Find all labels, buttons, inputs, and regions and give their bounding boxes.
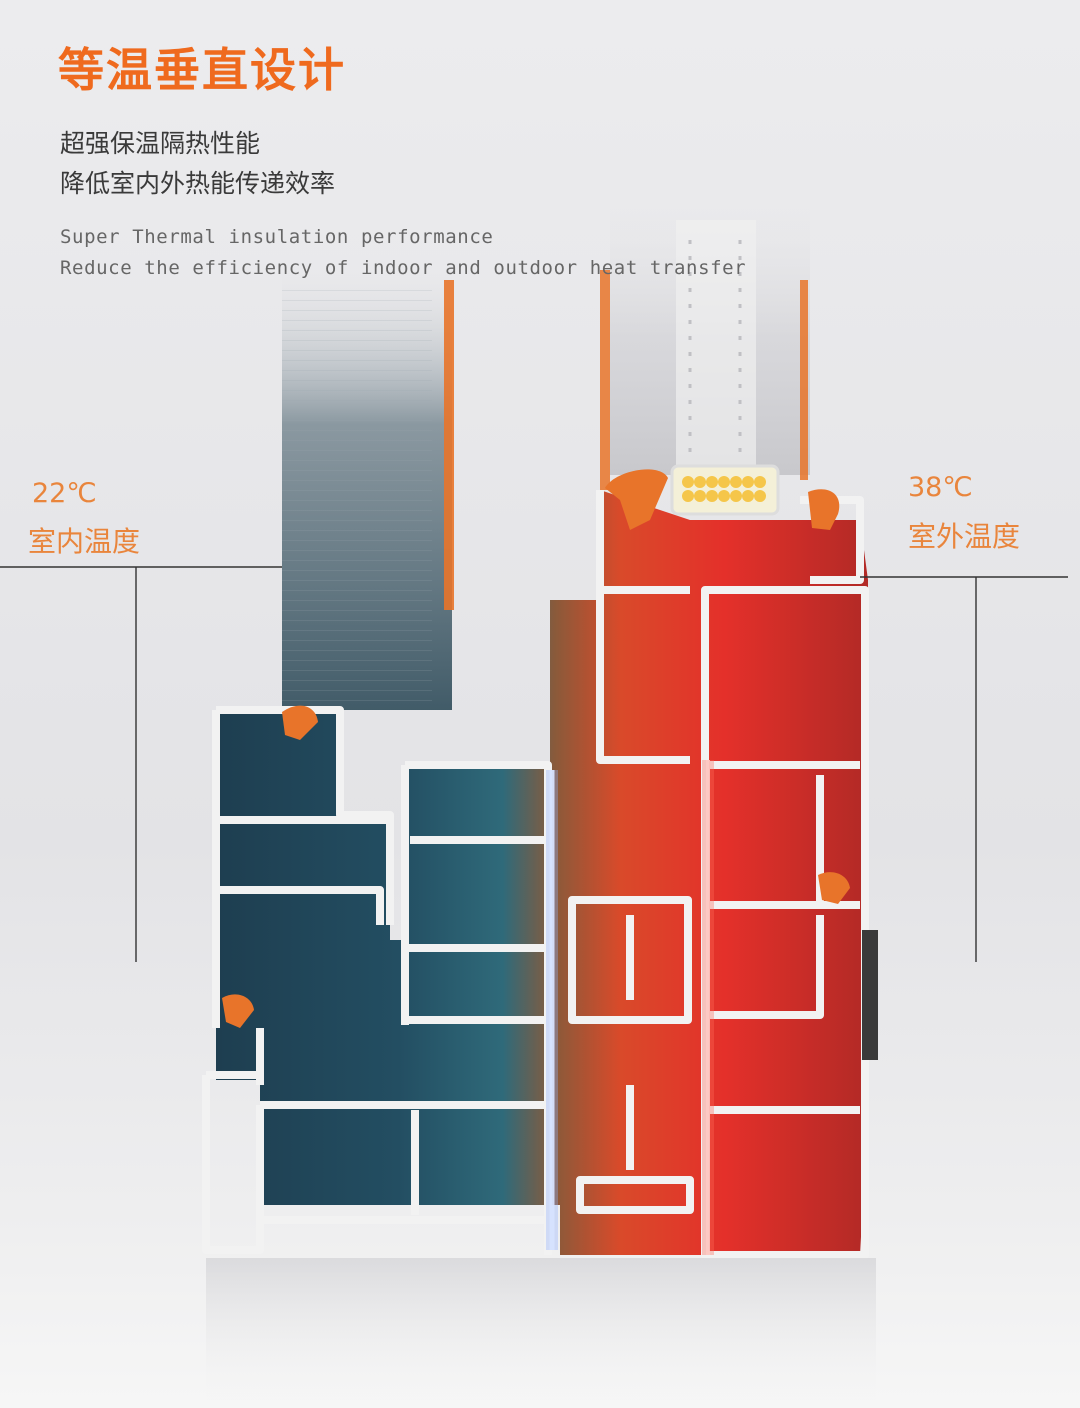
insulation-block [670, 464, 780, 516]
orange-gasket-strip [444, 280, 454, 610]
outdoor-temperature-label: 室外温度 [908, 520, 1021, 553]
subtitle-cn-line-2: 降低室内外热能传递效率 [60, 169, 336, 198]
indoor-temperature-label: 室内温度 [28, 525, 141, 558]
outdoor-temperature-value: 38℃ [908, 472, 973, 503]
floor-reflection [206, 1258, 876, 1408]
glass-spacer-dots [676, 220, 756, 470]
insulation-foam [682, 476, 766, 502]
outdoor-trim [862, 930, 878, 1060]
subtitle-en-line-1: Super Thermal insulation performance [60, 226, 494, 248]
page-title: 等温垂直设计 [58, 43, 346, 97]
orange-gasket-strip-2 [600, 270, 610, 490]
indoor-sash-stripes [282, 290, 432, 710]
leader-lines [0, 566, 1068, 962]
orange-seals [222, 469, 850, 1028]
indoor-temperature-value: 22℃ [32, 478, 97, 509]
aluminium-frame [202, 490, 869, 1259]
subtitle-cn-line-1: 超强保温隔热性能 [60, 129, 261, 158]
subtitle-en-line-2: Reduce the efficiency of indoor and outd… [60, 257, 747, 279]
orange-gasket-strip-3 [800, 280, 808, 480]
